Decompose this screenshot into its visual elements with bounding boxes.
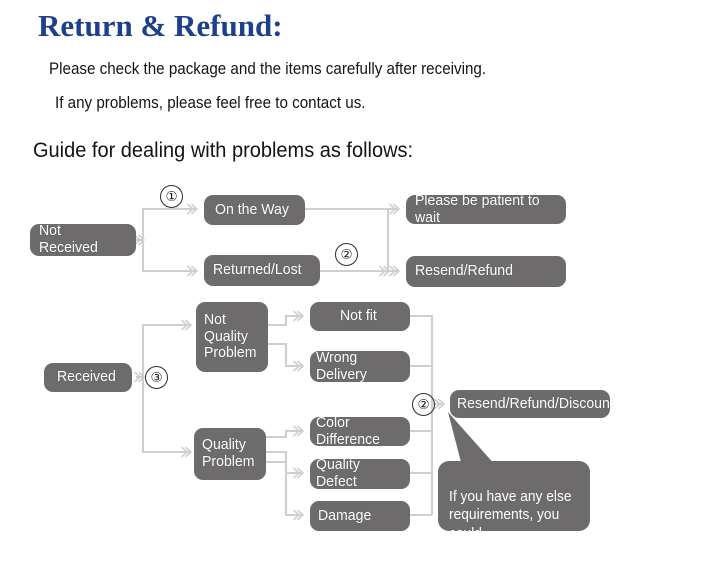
- flow-node-resend-refund-discount[interactable]: Resend/Refund/Discount: [450, 390, 614, 418]
- flow-node-label: Quality Problem: [202, 436, 255, 470]
- step-marker-label: ③: [150, 369, 163, 385]
- flow-node-label: Received: [56, 368, 116, 386]
- flow-node-color-difference[interactable]: Color Difference: [310, 413, 410, 448]
- flow-node-not-quality-problem[interactable]: Not Quality Problem: [196, 302, 268, 372]
- flow-node-label: Resend/Refund: [415, 262, 513, 280]
- flow-node-label: Not Quality Problem: [204, 310, 257, 362]
- intro-line-2: If any problems, please feel free to con…: [55, 94, 366, 112]
- flow-node-not-received[interactable]: Not Received: [30, 222, 136, 256]
- step-marker-label: ②: [417, 396, 430, 412]
- flow-node-label: Returned/Lost: [213, 261, 302, 279]
- flow-node-quality-problem[interactable]: Quality Problem: [194, 428, 266, 480]
- flowchart-connectors: [134, 203, 445, 521]
- flow-node-wrong-delivery[interactable]: Wrong Delivery: [310, 348, 410, 383]
- flow-node-label: Quality Defect: [316, 456, 360, 490]
- step-marker-1: ①: [160, 185, 183, 208]
- flow-node-label: Wrong Delivery: [316, 348, 367, 383]
- step-marker-3: ③: [145, 366, 168, 389]
- flow-node-damage[interactable]: Damage: [310, 501, 410, 531]
- flow-node-returned-lost[interactable]: Returned/Lost: [204, 255, 320, 286]
- flow-node-received[interactable]: Received: [44, 363, 132, 392]
- intro-line-1: Please check the package and the items c…: [49, 60, 487, 78]
- step-marker-label: ①: [165, 188, 178, 204]
- flow-node-label: On the Way: [215, 200, 290, 218]
- flow-node-not-fit[interactable]: Not fit: [310, 302, 410, 331]
- flow-node-label: Resend/Refund/Discount: [457, 394, 614, 412]
- flow-node-resend-refund[interactable]: Resend/Refund: [406, 256, 566, 287]
- flow-node-label: Not fit: [340, 307, 378, 325]
- guide-heading: Guide for dealing with problems as follo…: [33, 138, 414, 162]
- flow-node-on-the-way[interactable]: On the Way: [204, 195, 305, 225]
- callout-bubble: If you have any else requirements, you c…: [438, 461, 590, 560]
- flow-node-label: Damage: [318, 506, 372, 524]
- step-marker-label: ②: [340, 246, 353, 262]
- callout-text: If you have any else requirements, you c…: [449, 488, 572, 561]
- callout-tail: [448, 412, 496, 466]
- step-marker-2-top: ②: [335, 243, 358, 266]
- flow-node-label: Color Difference: [316, 413, 381, 448]
- flow-node-quality-defect[interactable]: Quality Defect: [310, 456, 410, 490]
- flow-node-please-be-patient[interactable]: Please be patient to wait: [406, 191, 566, 226]
- return-refund-infographic: Return & Refund: Please check the packag…: [30, 8, 614, 560]
- step-marker-2-bottom: ②: [412, 393, 435, 416]
- flow-node-label: Please be patient to wait: [415, 191, 540, 226]
- page-title: Return & Refund:: [38, 8, 283, 43]
- flow-node-label: Not Received: [39, 222, 98, 256]
